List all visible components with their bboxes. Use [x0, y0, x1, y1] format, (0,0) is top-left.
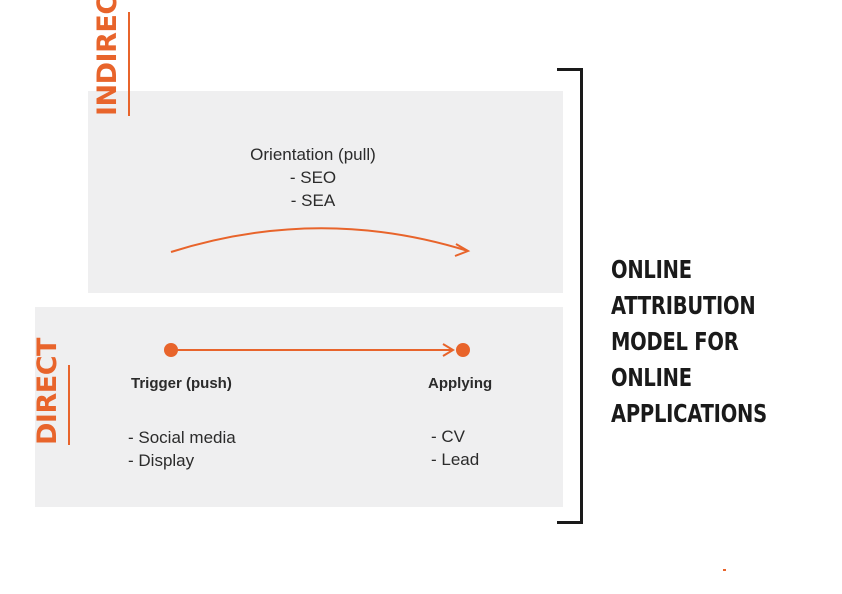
indirect-item-sea: - SEA	[290, 191, 336, 210]
applying-item-cv: - CV	[431, 427, 465, 446]
model-bracket	[557, 68, 583, 524]
decorative-dot	[723, 569, 726, 571]
applying-list: - CV - Lead	[431, 425, 479, 471]
indirect-text-block: Orientation (pull) - SEO - SEA	[213, 143, 413, 212]
model-title: ONLINE ATTRIBUTION MODEL FOR ONLINE APPL…	[611, 252, 783, 432]
indirect-label: INDIRECT	[92, 0, 123, 116]
model-title-line-2: MODEL FOR ONLINE	[611, 327, 739, 392]
model-title-line-1: ONLINE ATTRIBUTION	[611, 255, 756, 320]
direct-panel	[35, 307, 563, 507]
direct-label: DIRECT	[32, 338, 63, 445]
model-title-line-3: APPLICATIONS	[611, 399, 767, 428]
trigger-item-social-media: - Social media	[128, 428, 236, 447]
applying-title: Applying	[428, 375, 493, 392]
trigger-title: Trigger (push)	[131, 375, 232, 392]
indirect-panel	[88, 91, 563, 293]
trigger-item-display: - Display	[128, 451, 195, 470]
trigger-list: - Social media - Display	[128, 426, 236, 472]
indirect-title: Orientation (pull)	[250, 145, 376, 164]
indirect-item-seo: - SEO	[289, 168, 337, 187]
applying-item-lead: - Lead	[431, 450, 480, 469]
